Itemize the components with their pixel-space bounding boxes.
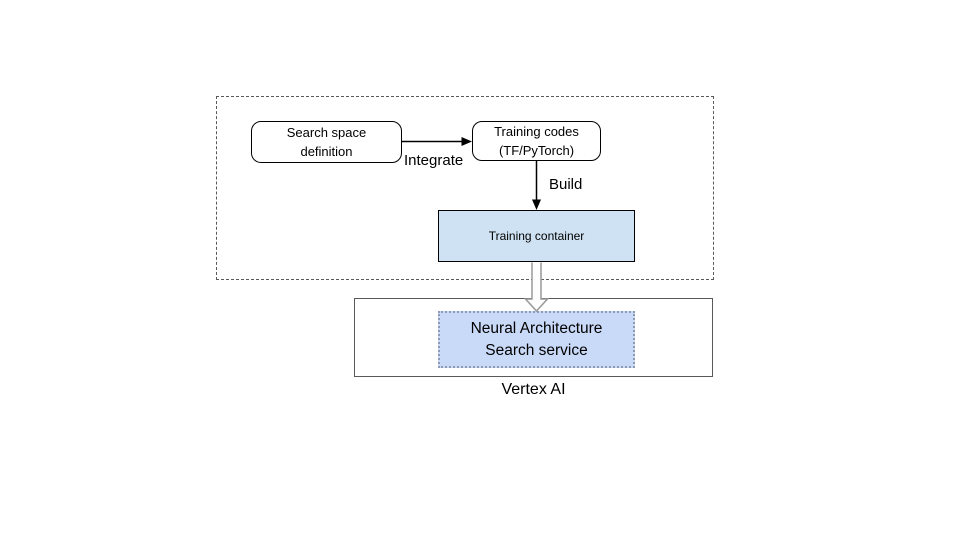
- training-container-label: Training container: [488, 229, 585, 243]
- dashed-group-container: [216, 96, 714, 280]
- training-codes-line1: Training codes: [494, 124, 579, 139]
- training-container-node: Training container: [438, 210, 635, 262]
- search-space-definition-node: Search space definition: [251, 121, 402, 163]
- integrate-edge-label: Integrate: [404, 152, 464, 169]
- training-codes-node: Training codes (TF/PyTorch): [472, 121, 601, 161]
- vertex-ai-label: Vertex AI: [501, 381, 566, 398]
- search-space-line2: definition: [300, 144, 353, 159]
- search-space-line1: Search space: [286, 125, 367, 140]
- nas-service-node: Neural Architecture Search service: [438, 311, 635, 368]
- nas-service-line2: Search service: [485, 341, 588, 359]
- training-codes-line2: (TF/PyTorch): [498, 143, 575, 158]
- build-edge-label: Build: [549, 176, 583, 193]
- nas-service-line1: Neural Architecture: [470, 319, 603, 337]
